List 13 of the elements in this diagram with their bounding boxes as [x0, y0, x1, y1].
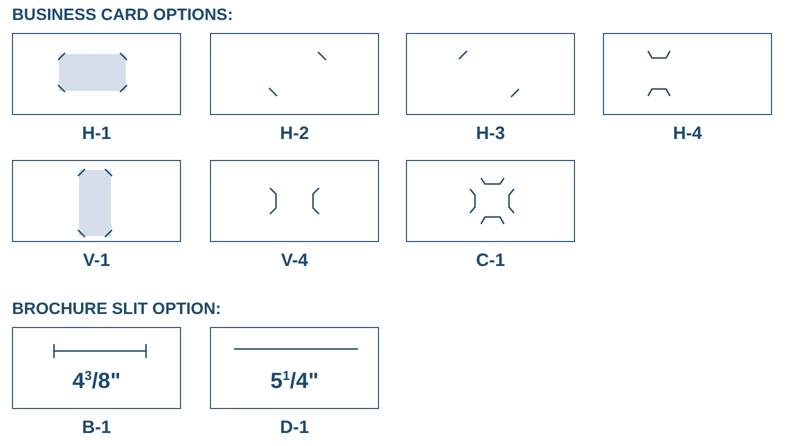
option-code: C-1: [476, 250, 505, 271]
option-code: H-3: [476, 123, 505, 144]
option-code: B-1: [82, 417, 111, 438]
option-code: H-2: [280, 123, 309, 144]
option-code: H-4: [672, 123, 702, 144]
section-heading: BUSINESS CARD OPTIONS:: [12, 6, 233, 25]
option-code: D-1: [280, 417, 309, 438]
option-code: H-1: [82, 123, 111, 144]
option-code: V-4: [280, 250, 308, 271]
option-code: V-1: [82, 250, 110, 271]
section-heading: BROCHURE SLIT OPTION:: [12, 300, 221, 319]
slit-length-text: 5$^{1}$/4": [270, 368, 319, 394]
slit-length-text: 4$^{3}$/8": [72, 368, 121, 394]
